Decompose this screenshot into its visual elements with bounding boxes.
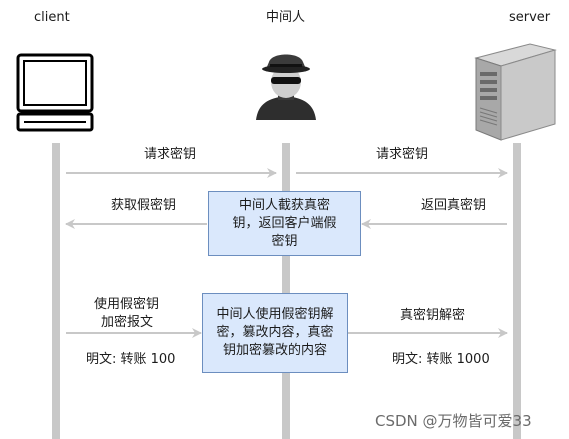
monitor-icon [16,53,94,132]
client-lifeline [52,143,60,439]
plaintext-client-label: 明文: 转账 100 [86,352,176,367]
client-label: client [34,10,70,25]
get-fake-key-label: 获取假密钥 [111,198,177,213]
hacker-icon [256,54,316,120]
plaintext-server-label: 明文: 转账 1000 [392,352,490,367]
request-key-label-left: 请求密钥 [144,147,197,162]
mitm-lifeline [282,143,290,439]
real-key-decrypt-label: 真密钥解密 [400,308,466,323]
server-tower-icon [474,43,557,141]
tamper-box: 中间人使用假密钥解 密，篡改内容，真密 钥加密篡改的内容 [202,293,348,373]
request-key-label-right: 请求密钥 [376,147,429,162]
intercept-box: 中间人截获真密 钥，返回客户端假 密钥 [208,191,361,256]
use-fake-key-label-line1: 使用假密钥 [94,297,160,312]
server-label: server [509,10,551,25]
use-fake-key-label-line2: 加密报文 [101,315,154,330]
mitm-label: 中间人 [266,10,306,25]
watermark: CSDN @万物皆可爱33 [375,412,532,430]
server-lifeline [513,143,521,439]
return-real-key-label: 返回真密钥 [421,198,487,213]
